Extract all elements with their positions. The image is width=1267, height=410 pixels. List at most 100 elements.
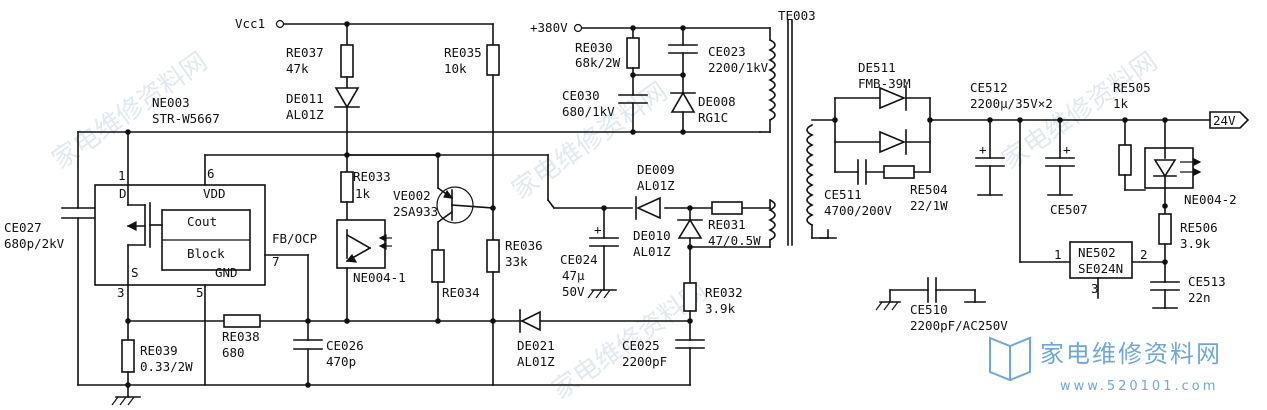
component-labels: Vcc1 +380V TE003 RE037 47k DE011 AL01Z R… — [4, 8, 1237, 374]
pin-d: D — [119, 186, 127, 201]
label-ce024-value2: 50V — [562, 284, 585, 299]
label-ce511: CE511 — [824, 187, 862, 202]
label-380v: +380V — [530, 20, 568, 35]
label-de008-value: RG1C — [698, 110, 728, 125]
label-de011: DE011 — [286, 91, 324, 106]
pin-6: 6 — [207, 166, 215, 181]
output-24v-arrow — [1209, 111, 1250, 129]
label-re035-value: 10k — [444, 61, 467, 76]
label-ce510: CE510 — [910, 302, 948, 317]
label-re037-value: 47k — [286, 61, 309, 76]
label-re504-value: 22/1W — [910, 198, 948, 213]
label-re505: RE505 — [1113, 80, 1151, 95]
label-ce512: CE512 — [970, 80, 1008, 95]
label-ce027-value: 680p/2kV — [4, 236, 65, 251]
label-de008: DE008 — [698, 94, 736, 109]
label-ce025-value: 2200pF — [622, 354, 667, 369]
secondary-rectifier: + + — [832, 85, 1250, 311]
label-re039: RE039 — [140, 343, 178, 358]
label-re506: RE506 — [1180, 220, 1218, 235]
label-vcc1: Vcc1 — [235, 16, 265, 31]
label-de009: DE009 — [637, 162, 675, 177]
label-ve002: VE002 — [393, 188, 431, 203]
label-re033: RE033 — [353, 169, 391, 184]
label-ve002-value: 2SA933 — [393, 204, 438, 219]
label-re035: RE035 — [444, 45, 482, 60]
ne502-pin-1: 1 — [1054, 247, 1062, 262]
label-de011-value: AL01Z — [286, 107, 324, 122]
svg-text:+: + — [594, 222, 602, 237]
label-re036-value: 33k — [505, 254, 528, 269]
primary-wiring — [61, 19, 761, 406]
svg-text:+: + — [979, 142, 987, 157]
site-logo: 家电维修资料网 www.520101.com — [989, 336, 1222, 394]
label-re031: RE031 — [708, 217, 746, 232]
aux-supply: + — [346, 154, 743, 386]
label-de511: DE511 — [858, 60, 896, 75]
label-ne004-1: NE004-1 — [353, 270, 406, 285]
label-ce513: CE513 — [1188, 274, 1226, 289]
label-de511-value: FMB-39M — [858, 76, 911, 91]
label-ce511-value: 4700/200V — [824, 203, 892, 218]
ne502-pin-2: 2 — [1140, 247, 1148, 262]
label-ce027: CE027 — [4, 220, 42, 235]
svg-text:+: + — [1063, 142, 1071, 157]
optocoupler-ne004-1 — [336, 219, 386, 269]
snubber-section — [573, 23, 771, 135]
label-ne004-2: NE004-2 — [1184, 192, 1237, 207]
label-ce030: CE030 — [562, 88, 600, 103]
ic-ne502 — [1069, 241, 1133, 279]
label-ce512-value: 2200μ/35V×2 — [970, 96, 1053, 111]
label-block: Block — [187, 246, 225, 261]
label-ce030-value: 680/1kV — [562, 104, 615, 119]
label-re030-value: 68k/2W — [575, 55, 621, 70]
label-ce026-value: 470p — [326, 354, 356, 369]
label-re504: RE504 — [910, 182, 948, 197]
label-re032-value: 3.9k — [705, 301, 736, 316]
logo-url: www.520101.com — [1060, 379, 1218, 394]
label-re038: RE038 — [222, 329, 260, 344]
label-re032: RE032 — [705, 285, 743, 300]
label-re033-value: 1k — [355, 186, 371, 201]
pin-vdd: VDD — [203, 186, 226, 201]
label-de010: DE010 — [633, 228, 671, 243]
watermark-text: 家电维修资料网 — [997, 47, 1163, 176]
label-re505-value: 1k — [1113, 96, 1129, 111]
label-cout: Cout — [187, 214, 217, 229]
label-ce024-value1: 47μ — [562, 268, 585, 283]
label-de009-value: AL01Z — [637, 178, 675, 193]
label-re031-value: 47/0.5W — [708, 233, 761, 248]
label-re039-value: 0.33/2W — [140, 359, 193, 374]
label-re036: RE036 — [505, 238, 543, 253]
label-ce513-value: 22n — [1188, 290, 1211, 305]
label-ce026: CE026 — [326, 338, 364, 353]
pin-fb-ocp: FB/OCP — [272, 231, 317, 246]
pin-gnd: GND — [215, 265, 238, 280]
book-icon — [989, 336, 1031, 382]
label-de021-value: AL01Z — [517, 354, 555, 369]
label-re038-value: 680 — [222, 345, 245, 360]
label-te003: TE003 — [778, 8, 816, 23]
label-ce024: CE024 — [560, 252, 598, 267]
label-ne502-value: SE024N — [1078, 261, 1123, 276]
pin-7: 7 — [272, 254, 280, 269]
label-ne003-value: STR-W5667 — [152, 111, 220, 126]
label-de010-value: AL01Z — [633, 244, 671, 259]
logo-text: 家电维修资料网 — [1040, 340, 1222, 368]
label-ce023: CE023 — [708, 44, 746, 59]
label-re506-value: 3.9k — [1180, 236, 1211, 251]
label-ne502: NE502 — [1078, 245, 1116, 260]
label-re037: RE037 — [286, 45, 324, 60]
label-de021: DE021 — [517, 338, 555, 353]
label-re034: RE034 — [442, 285, 480, 300]
pin-3: 3 — [117, 285, 125, 300]
label-ce507: CE507 — [1050, 202, 1088, 217]
label-ce023-value: 2200/1kV — [708, 60, 769, 75]
label-ce510-value: 2200pF/AC250V — [910, 318, 1008, 333]
label-re030: RE030 — [575, 40, 613, 55]
pin-5: 5 — [196, 285, 204, 300]
pin-s: S — [131, 265, 139, 280]
pin-1: 1 — [118, 168, 126, 183]
label-ce025: CE025 — [622, 338, 660, 353]
